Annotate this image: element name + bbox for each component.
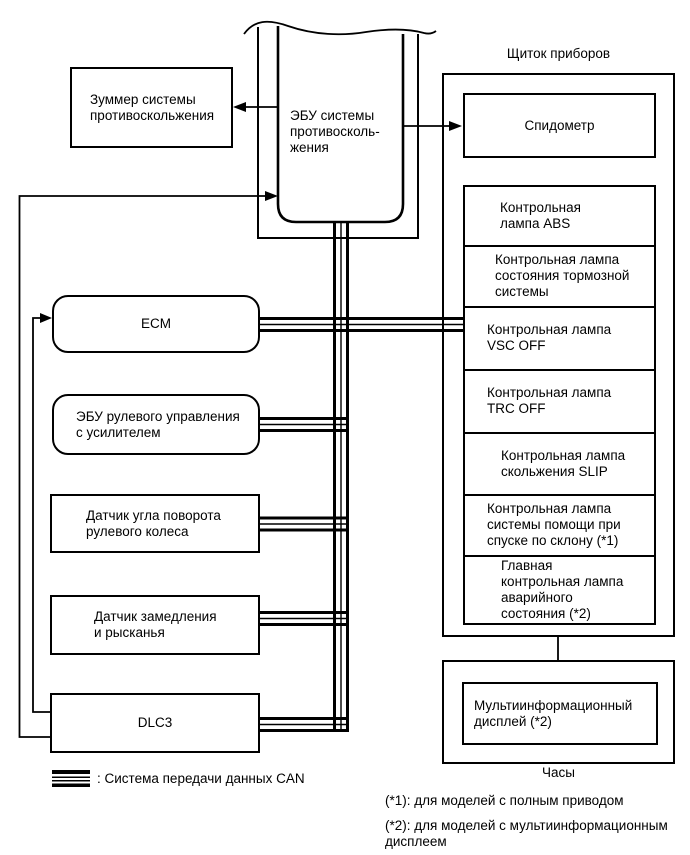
wire-dlc3-to-skid-ecu <box>18 191 278 738</box>
steering-angle-sensor-box: Датчик угла поворота рулевого колеса <box>50 494 260 553</box>
wire-to-buzzer <box>233 102 278 112</box>
master-warning-lamp-box: Главная контрольная лампа аварийного сос… <box>465 557 654 624</box>
can-bus-vertical <box>333 222 349 732</box>
brake-warning-lamp-box: Контрольная лампа состояния тормозной си… <box>465 247 654 308</box>
torn-edge-wave <box>243 20 437 36</box>
can-legend-symbol <box>52 770 90 787</box>
trc-off-lamp-box: Контрольная лампа TRC OFF <box>465 371 654 434</box>
warning-lamp-stack: Контрольная лампа ABS Контрольная лампа … <box>463 185 656 625</box>
downhill-assist-lamp-label: Контрольная лампа системы помощи при спу… <box>487 501 621 548</box>
brake-warning-lamp-label: Контрольная лампа состояния тормозной си… <box>495 252 630 299</box>
ecm-label: ECM <box>141 316 171 331</box>
master-warning-lamp-label: Главная контрольная лампа аварийного сос… <box>501 557 624 621</box>
ecm-box: ECM <box>52 295 260 353</box>
can-branch-steering-angle-sensor <box>260 516 349 532</box>
instrument-panel-label: Щиток приборов <box>506 46 611 61</box>
skid-control-ecu-label: ЭБУ системы противосколь- жения <box>290 108 380 155</box>
vsc-off-lamp-label: Контрольная лампа VSC OFF <box>487 322 612 353</box>
abs-warning-lamp-label: Контрольная лампа ABS <box>500 199 581 231</box>
footnote-1: (*1): для моделей с полным приводом <box>385 793 624 808</box>
can-legend-label: : Система передачи данных CAN <box>97 771 305 786</box>
can-branch-yaw-sensor <box>260 611 349 626</box>
yaw-rate-sensor-label: Датчик замедления и рысканья <box>94 609 217 640</box>
trc-off-lamp-label: Контрольная лампа TRC OFF <box>487 385 612 416</box>
slip-lamp-box: Контрольная лампа скольжения SLIP <box>465 434 654 496</box>
power-steering-ecu-box: ЭБУ рулевого управления с усилителем <box>52 394 260 455</box>
speedometer-box: Спидометр <box>463 93 656 158</box>
power-steering-ecu-label: ЭБУ рулевого управления с усилителем <box>76 408 240 440</box>
can-branch-dlc3 <box>260 717 349 732</box>
yaw-rate-sensor-box: Датчик замедления и рысканья <box>50 595 260 655</box>
multi-info-display-label: Мультиинформационный дисплей (*2) <box>474 697 633 729</box>
skid-control-buzzer-box: Зуммер системы противоскольжения <box>70 67 233 148</box>
skid-control-buzzer-label: Зуммер системы противоскольжения <box>90 91 215 123</box>
slip-lamp-label: Контрольная лампа скольжения SLIP <box>501 447 626 479</box>
abs-warning-lamp-box: Контрольная лампа ABS <box>465 187 654 247</box>
dlc3-box: DLC3 <box>50 693 260 753</box>
clock-label: Часы <box>542 765 575 780</box>
downhill-assist-lamp-box: Контрольная лампа системы помощи при спу… <box>465 496 654 557</box>
steering-angle-sensor-label: Датчик угла поворота рулевого колеса <box>86 507 221 539</box>
multi-info-display-box: Мультиинформационный дисплей (*2) <box>462 682 658 745</box>
speedometer-label: Спидометр <box>524 117 595 133</box>
vsc-off-lamp-box: Контрольная лампа VSC OFF <box>465 308 654 371</box>
footnote-2: (*2): для моделей с мультиинформационным… <box>385 818 668 849</box>
can-branch-steering-ecu <box>260 417 349 432</box>
dlc3-label: DLC3 <box>137 715 173 730</box>
can-bus-ecm-to-panel <box>260 317 463 332</box>
